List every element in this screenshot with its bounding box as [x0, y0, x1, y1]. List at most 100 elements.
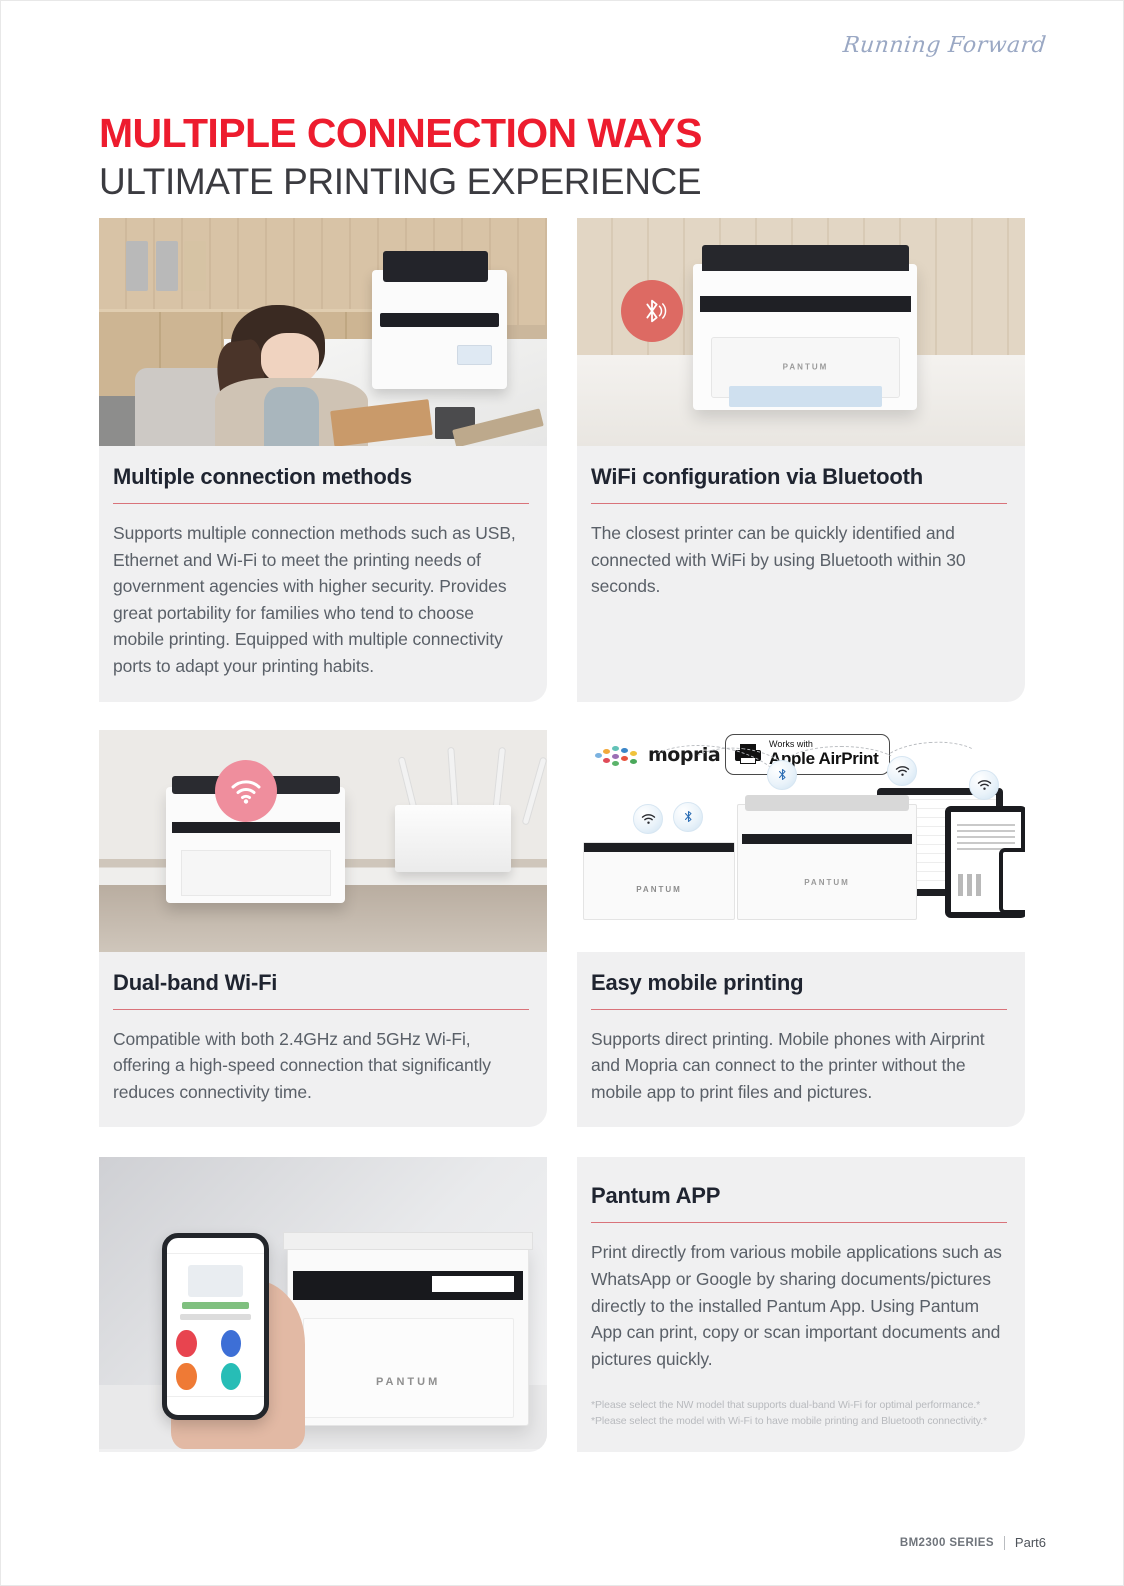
scanner-lid: [171, 821, 340, 834]
card-photo-bluetooth-printer: PANTUM: [577, 218, 1025, 446]
card-description: The closest printer can be quickly ident…: [591, 523, 966, 597]
wifi-icon: [231, 779, 261, 804]
front-cover: [180, 849, 332, 896]
feature-card-dual-band-wi-fi: Dual-band Wi-Fi Compatible with both 2.4…: [99, 729, 547, 1128]
airprint-works-with: Works with: [769, 738, 813, 749]
wifi-node-icon: [969, 769, 999, 800]
smartphone-device: [161, 1233, 270, 1421]
card-photo-pantum-app: PANTUM: [99, 1157, 547, 1450]
wifi-badge: [215, 759, 277, 822]
card-body: WiFi configuration via Bluetooth The clo…: [577, 446, 1025, 622]
paper-tray: [729, 386, 882, 407]
card-description: Print directly from various mobile appli…: [591, 1242, 1002, 1369]
printer-icon: [735, 743, 761, 764]
footnote-list: *Please select the NW model that support…: [589, 1398, 1007, 1430]
app-device-name: [182, 1301, 249, 1309]
footer-series: BM2300 SERIES: [899, 1536, 994, 1549]
wireless-router: [394, 805, 512, 872]
mopria-dots-icon: [595, 744, 641, 766]
mopria-wordmark: mopria: [648, 743, 721, 766]
footnote-item: *Please select the model with Wi-Fi to h…: [591, 1415, 988, 1428]
shirt: [264, 386, 320, 446]
printer-device: [372, 251, 507, 389]
card-row-2: Dual-band Wi-Fi Compatible with both 2.4…: [99, 729, 1025, 1128]
document-feeder: [745, 794, 909, 811]
feature-card-multiple-connection-methods: Multiple connection methods Supports mul…: [99, 218, 547, 702]
card-description: Supports direct printing. Mobile phones …: [591, 1028, 985, 1102]
bluetooth-scene-illustration: PANTUM: [577, 218, 1025, 446]
card-title: Multiple connection methods: [113, 464, 412, 489]
printer-device-center: PANTUM: [737, 794, 917, 920]
phone-status-bar: [166, 1238, 265, 1255]
card-divider: [591, 503, 1007, 504]
page-title: MULTIPLE CONNECTION WAYS: [99, 110, 703, 156]
mopria-logo: mopria: [595, 743, 721, 766]
wifi-node-icon: [633, 803, 663, 834]
dualband-scene-illustration: [99, 729, 547, 952]
footer-part: Part6: [1014, 1535, 1046, 1550]
phone-device: [999, 847, 1025, 914]
card-description: Supports multiple connection methods suc…: [113, 523, 516, 676]
card-body: Pantum APP Print directly from various m…: [577, 1157, 1025, 1451]
card-body: Dual-band Wi-Fi Compatible with both 2.4…: [99, 952, 547, 1128]
bluetooth-node-icon: [673, 801, 703, 832]
card-photo-office-desk: [99, 218, 547, 446]
feature-card-easy-mobile-printing: mopria Works with Apple AirPrint: [577, 729, 1025, 1128]
devices-diagram: mopria Works with Apple AirPrint: [577, 729, 1025, 952]
printer-brand-label: PANTUM: [636, 885, 682, 895]
file-holders: [125, 240, 216, 291]
card-row-1: Multiple connection methods Supports mul…: [99, 218, 1025, 702]
page-footer: BM2300 SERIES Part6: [900, 1535, 1046, 1550]
brand-script-logo: Running Forward: [841, 33, 1048, 58]
app-printer-thumbnail: [188, 1264, 243, 1297]
card-body: Multiple connection methods Supports mul…: [99, 446, 547, 702]
scanner-lid: [283, 1231, 533, 1250]
footer-divider: [1003, 1535, 1005, 1550]
printer-brand-label: PANTUM: [782, 362, 829, 372]
printer-brand-label: PANTUM: [804, 877, 850, 887]
front-cover: PANTUM: [302, 1317, 514, 1418]
person-at-desk: [212, 304, 368, 446]
printer-brand-label: PANTUM: [376, 1375, 441, 1388]
card-divider: [591, 1008, 1007, 1010]
printer-device: PANTUM: [693, 244, 918, 410]
page-title-block: MULTIPLE CONNECTION WAYS ULTIMATE PRINTI…: [99, 110, 703, 204]
feature-card-pantum-app: Pantum APP Print directly from various m…: [577, 1157, 1025, 1452]
card-title: Pantum APP: [591, 1183, 721, 1209]
app-action-icon-camera: [220, 1363, 242, 1391]
printer-device: PANTUM: [283, 1231, 533, 1426]
page-subtitle: ULTIMATE PRINTING EXPERIENCE: [99, 161, 702, 203]
scanner-lid: [741, 834, 913, 845]
feature-card-grid: Multiple connection methods Supports mul…: [99, 218, 1025, 1452]
app-scene-illustration: PANTUM: [99, 1157, 547, 1450]
feature-card-wifi-configuration-via-bluetooth: PANTUM WiFi configuration: [577, 218, 1025, 702]
card-divider: [113, 503, 529, 504]
app-action-icon-scan: [220, 1330, 242, 1358]
paper-tray: [456, 345, 492, 366]
card-title: Easy mobile printing: [591, 969, 804, 995]
card-divider: [113, 1008, 529, 1010]
card-row-3: PANTUM: [99, 1157, 1025, 1452]
phone-tab-bar: [166, 1395, 265, 1415]
bluetooth-badge: [621, 280, 683, 342]
footnote-item: *Please select the NW model that support…: [591, 1399, 981, 1412]
app-action-icon-print: [176, 1330, 197, 1358]
printer-device-left: PANTUM: [583, 841, 735, 920]
wifi-node-icon: [887, 755, 917, 786]
printed-paper: [432, 1276, 514, 1293]
document-lines: [956, 819, 1016, 850]
document-chart: [958, 873, 982, 896]
feature-card-pantum-app-photo: PANTUM: [99, 1157, 547, 1452]
app-action-grid: [176, 1330, 254, 1391]
face: [261, 332, 320, 384]
card-photo-mobile-printing-diagram: mopria Works with Apple AirPrint: [577, 729, 1025, 952]
printer-top: [584, 842, 734, 852]
scanner-lid: [700, 295, 911, 312]
connection-arc: [781, 745, 901, 788]
app-device-status: [180, 1314, 251, 1320]
card-title: WiFi configuration via Bluetooth: [591, 464, 923, 489]
card-body: Easy mobile printing Supports direct pri…: [577, 952, 1025, 1128]
card-photo-dual-band-wifi: [99, 729, 547, 952]
bluetooth-icon: [646, 299, 667, 323]
